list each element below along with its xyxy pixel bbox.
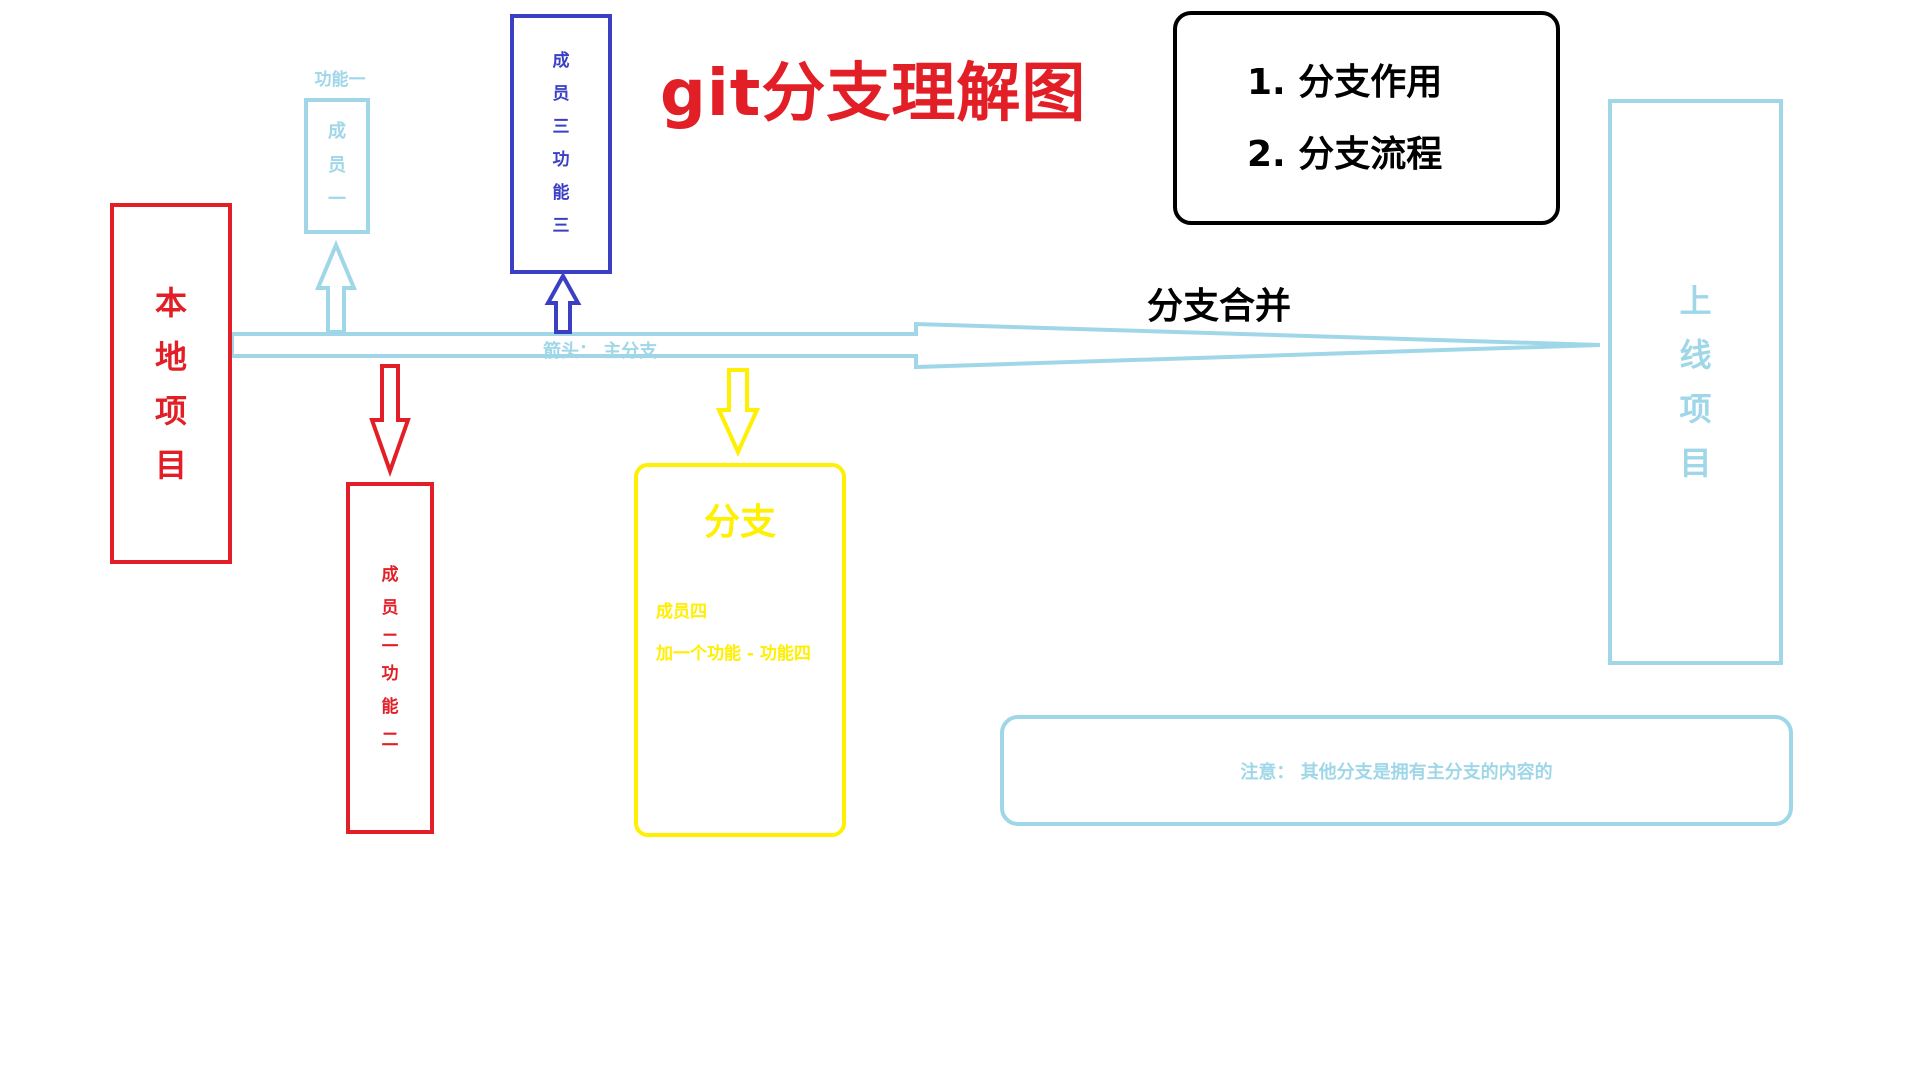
arrow-up-member-three xyxy=(544,271,582,334)
arrow-down-member-two xyxy=(369,364,411,478)
merge-label: 分支合并 xyxy=(1147,286,1292,327)
feature-one-char: 一 xyxy=(328,189,346,210)
online-project-char: 项 xyxy=(1679,390,1712,428)
branch-feature-label: 加一个功能 - 功能四 xyxy=(656,644,811,664)
feature-one-char: 成 xyxy=(328,121,346,142)
member-two-char: 二 xyxy=(381,631,399,651)
member-three-char: 员 xyxy=(552,84,570,104)
member-three-char: 三 xyxy=(552,216,570,236)
main-branch-caption: 箭头： 主分支 xyxy=(543,341,658,362)
member-two-char: 功 xyxy=(381,664,399,684)
local-project-char: 地 xyxy=(154,337,187,376)
branch-box: 分支 成员四 加一个功能 - 功能四 xyxy=(634,463,846,837)
member-two-box: 成 员 二 功 能 二 xyxy=(346,482,434,834)
feature-one-caption: 功能一 xyxy=(314,70,366,90)
info-item: 2. 分支流程 xyxy=(1247,134,1443,175)
member-three-char: 三 xyxy=(552,117,570,137)
branch-title: 分支 xyxy=(703,502,776,543)
online-project-char: 线 xyxy=(1679,336,1712,374)
member-three-char: 成 xyxy=(552,51,570,71)
member-two-char: 能 xyxy=(381,697,399,717)
member-three-char: 功 xyxy=(552,150,570,170)
arrow-down-branch xyxy=(715,368,761,457)
info-item: 1. 分支作用 xyxy=(1247,62,1443,103)
feature-one-char: 员 xyxy=(328,155,346,176)
diagram-title: git分支理解图 xyxy=(660,57,1087,131)
online-project-box: 上 线 项 目 xyxy=(1608,99,1783,665)
main-branch-arrow xyxy=(230,321,1601,370)
local-project-char: 目 xyxy=(154,445,187,484)
note-box: 注意： 其他分支是拥有主分支的内容的 xyxy=(1000,715,1793,826)
branch-member-label: 成员四 xyxy=(656,602,707,622)
local-project-char: 本 xyxy=(154,283,187,322)
member-three-box: 成 员 三 功 能 三 xyxy=(510,14,612,274)
arrow-up-feature-one xyxy=(314,239,358,334)
member-two-char: 成 xyxy=(381,565,399,585)
info-box: 1. 分支作用 2. 分支流程 xyxy=(1173,11,1560,225)
note-text: 注意： 其他分支是拥有主分支的内容的 xyxy=(1240,761,1553,783)
member-two-char: 二 xyxy=(381,730,399,750)
member-two-char: 员 xyxy=(381,598,399,618)
local-project-char: 项 xyxy=(154,391,187,430)
online-project-char: 上 xyxy=(1679,282,1712,320)
member-three-char: 能 xyxy=(552,183,570,203)
local-project-box: 本 地 项 目 xyxy=(110,203,232,564)
online-project-char: 目 xyxy=(1679,444,1712,482)
feature-one-box: 成 员 一 xyxy=(304,98,370,234)
